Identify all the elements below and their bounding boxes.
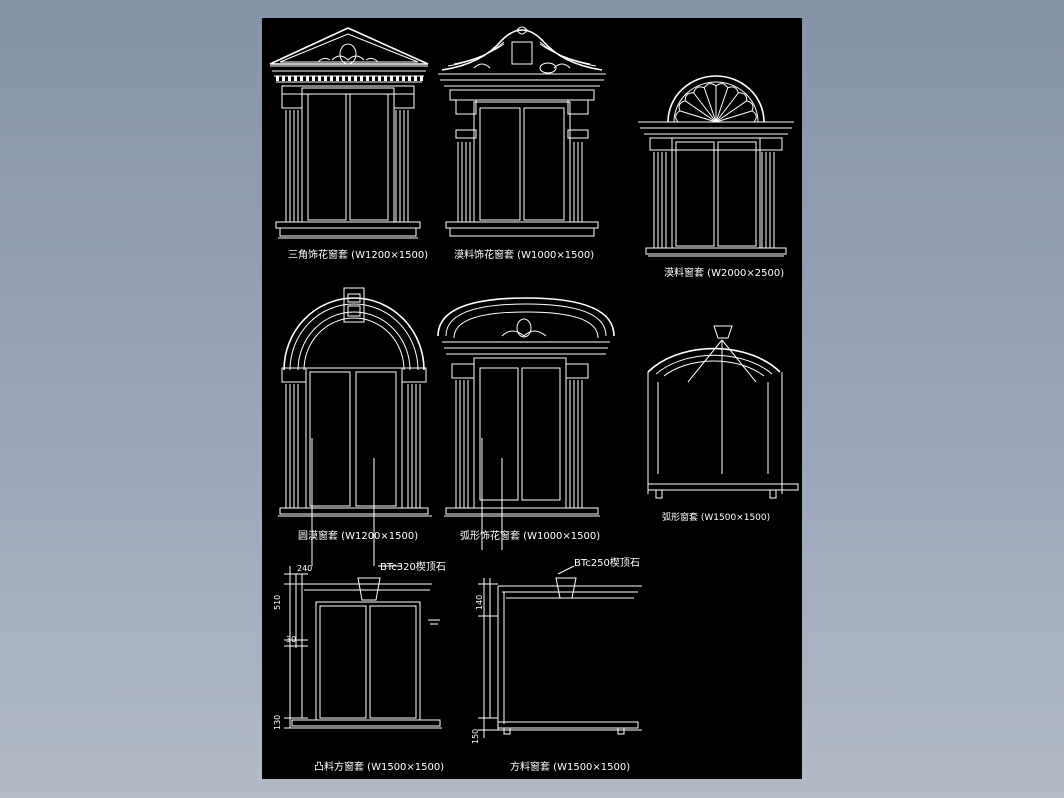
fluted-pilaster (653, 152, 667, 248)
fluted-pilaster (761, 152, 775, 248)
window-square-keystone (290, 565, 442, 729)
drawing-sheet: 三角饰花窗套 (W1200×1500) 漠料饰花窗套 (W1000×1500) (262, 18, 802, 779)
label-w6: 弧形窗套 (W1500×1500) (662, 511, 770, 523)
window-triangular-pediment (269, 27, 429, 239)
window-round-arch (278, 287, 432, 566)
fluted-pilaster (569, 380, 583, 508)
dim-150: 150 (471, 729, 480, 744)
window-scroll-crown (438, 26, 606, 237)
window-shell-arch (638, 75, 794, 257)
shell-fan (675, 83, 757, 123)
callout-keystone-b: BTc250楔顶石 (574, 557, 640, 569)
label-w8: 方料窗套 (W1500×1500) (510, 760, 630, 773)
fluted-pilaster (457, 142, 471, 222)
dim-130: 130 (273, 715, 282, 730)
dimension-chain-w7 (284, 566, 308, 729)
dim-140: 140 (475, 595, 484, 610)
dimension-chain-w8 (478, 578, 498, 738)
callout-keystone-a: BTc320楔顶石 (380, 561, 446, 573)
label-w7: 凸料方窗套 (W1500×1500) (314, 760, 444, 773)
label-w1: 三角饰花窗套 (W1200×1500) (288, 248, 428, 261)
label-w4: 圆漠窗套 (W1200×1500) (298, 529, 418, 542)
label-w5: 弧形饰花窗套 (W1000×1500) (460, 529, 600, 542)
dentil-row (276, 76, 423, 81)
dim-30: 30 (286, 635, 296, 644)
fluted-pilaster (407, 384, 421, 508)
cad-drawing: 三角饰花窗套 (W1200×1500) 漠料饰花窗套 (W1000×1500) (269, 26, 799, 773)
label-w3: 漠料窗套 (W2000×2500) (664, 266, 784, 279)
fluted-pilaster (569, 142, 583, 222)
fluted-pilaster (285, 384, 299, 508)
window-segmental-arch (647, 325, 799, 499)
fluted-pilaster (395, 110, 409, 222)
dim-510: 510 (273, 595, 282, 610)
fluted-pilaster (455, 380, 469, 508)
window-square-plain (494, 565, 642, 735)
window-segmental-ornament (437, 297, 615, 550)
dim-240: 240 (297, 564, 312, 573)
label-w2: 漠料饰花窗套 (W1000×1500) (454, 248, 594, 261)
fluted-pilaster (285, 110, 299, 222)
